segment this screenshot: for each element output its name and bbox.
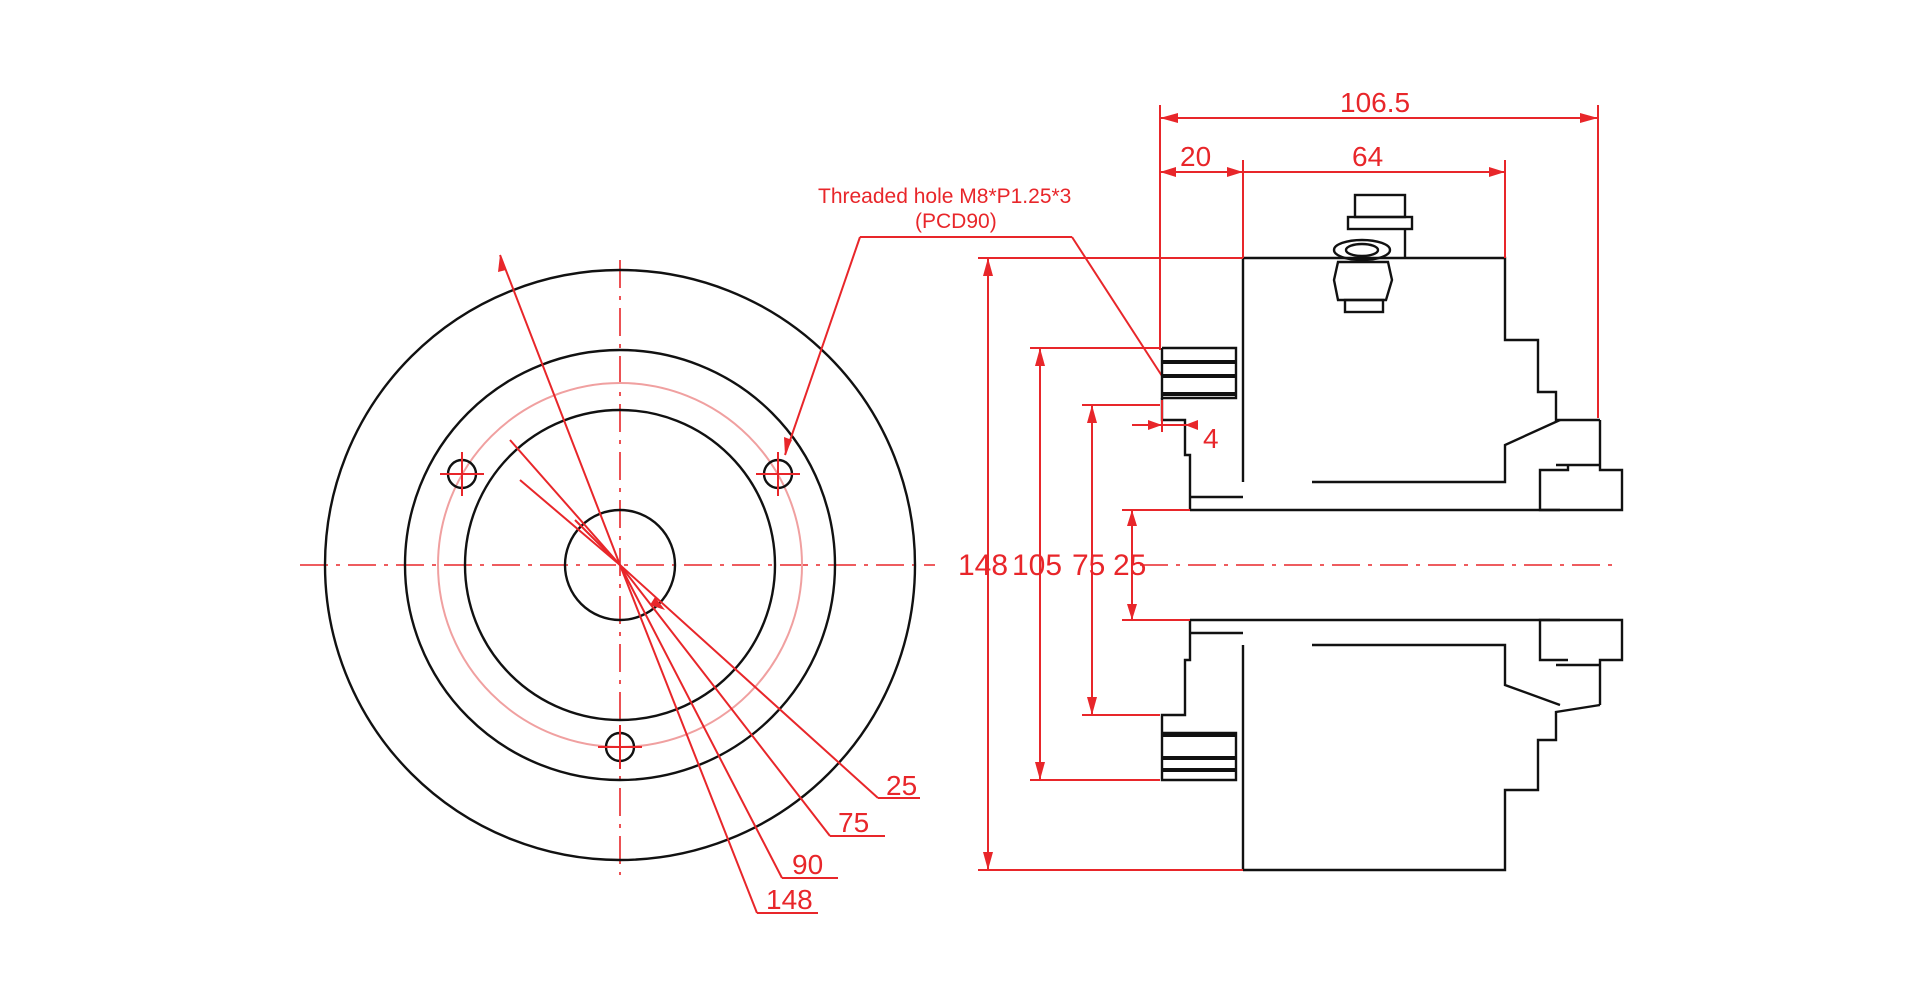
dim-106-5-label: 106.5 — [1340, 87, 1410, 118]
dim-dia-25 — [1122, 509, 1190, 621]
air-fitting — [1332, 193, 1414, 314]
inner-step-circle — [463, 408, 777, 722]
threaded-hole-pcd-note: (PCD90) — [915, 210, 997, 233]
diameter-90-leader — [509, 439, 838, 879]
side-view: 106.5 20 64 4 — [958, 87, 1624, 872]
front-dim-25-label: 25 — [886, 770, 917, 801]
diameter-25-leader — [574, 519, 920, 799]
front-dim-75-label: 75 — [838, 807, 869, 838]
threaded-hole-note: Threaded hole M8*P1.25*3 — [818, 185, 1071, 208]
threaded-hole-right — [756, 452, 800, 496]
side-dim-25-label: 25 — [1113, 549, 1146, 582]
dim-dia-75 — [1082, 404, 1160, 716]
side-dim-148-label: 148 — [958, 549, 1008, 582]
threaded-hole-leader — [784, 236, 930, 456]
front-dim-148-label: 148 — [766, 884, 813, 915]
flange-circle — [403, 348, 837, 782]
side-dim-75-label: 75 — [1072, 549, 1105, 582]
dim-20-label: 20 — [1180, 141, 1211, 172]
front-view: 25 75 90 148 — [300, 236, 935, 915]
threaded-hole-left — [440, 452, 484, 496]
side-dim-105-label: 105 — [1012, 549, 1062, 582]
front-dim-90-label: 90 — [792, 849, 823, 880]
dim-flange-length — [1160, 160, 1244, 258]
dim-64-label: 64 — [1352, 141, 1383, 172]
dim-4-label: 4 — [1203, 423, 1219, 454]
threaded-hole-bottom — [598, 725, 642, 769]
outer-diameter-circle — [323, 268, 917, 862]
dim-dia-105 — [1030, 347, 1160, 781]
bore-circle — [563, 508, 677, 622]
diameter-75-leader — [519, 479, 885, 837]
diameter-148-leader — [499, 254, 818, 914]
dim-body-length — [1243, 160, 1506, 258]
dim-dia-148 — [978, 257, 1243, 871]
note-leader-diagonal — [1071, 236, 1163, 377]
side-upper-profile — [1160, 256, 1624, 512]
dim-overall-length — [1159, 105, 1599, 418]
side-lower-profile — [1160, 618, 1624, 872]
dim-step-depth — [1132, 400, 1198, 432]
